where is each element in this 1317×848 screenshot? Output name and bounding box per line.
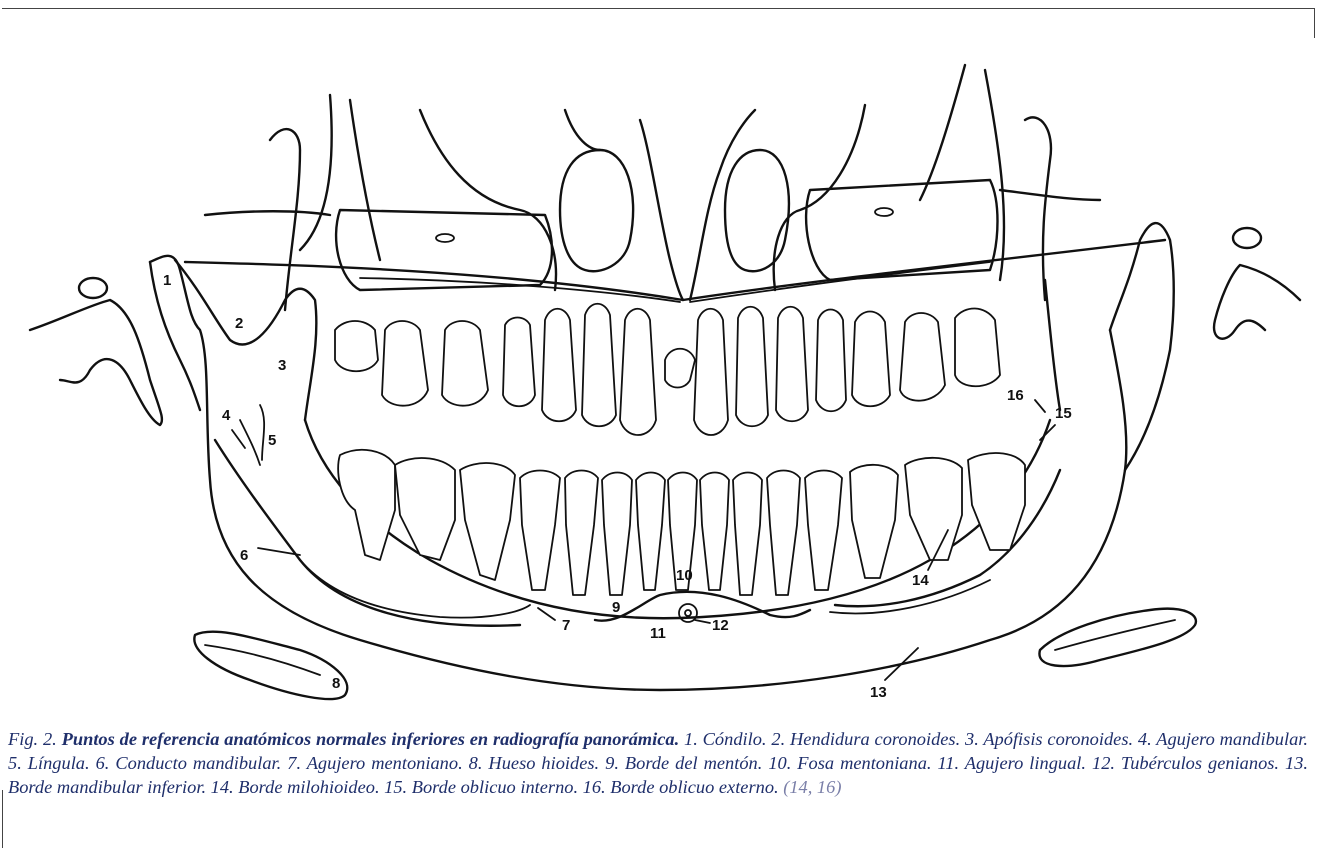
label-13: 13 [870,684,887,701]
label-1: 1 [163,272,171,289]
caption-fig-number: Fig. 2. [8,729,62,749]
upper-teeth [335,304,1000,435]
skull-outline [185,65,1165,310]
hyoid-bones [194,609,1196,699]
label-3: 3 [278,357,286,374]
figure-caption: Fig. 2. Puntos de referencia anatómicos … [8,727,1308,799]
label-9: 9 [612,599,620,616]
label-15: 15 [1055,405,1072,422]
panoramic-mandible-diagram: 1 2 3 4 5 6 7 8 9 10 11 12 13 14 15 16 [0,0,1317,720]
label-16: 16 [1007,387,1024,404]
label-14: 14 [912,572,929,589]
label-8: 8 [332,675,340,692]
caption-title: Puntos de referencia anatómicos normales… [62,729,680,749]
label-12: 12 [712,617,729,634]
label-6: 6 [240,547,248,564]
label-5: 5 [268,432,276,449]
frame-left-border [2,790,3,848]
label-10: 10 [676,567,693,584]
mandible-outline [30,223,1300,690]
label-7: 7 [562,617,570,634]
label-4: 4 [222,407,231,424]
label-2: 2 [235,315,243,332]
label-11: 11 [650,625,666,642]
caption-reference-link[interactable]: (14, 16) [783,777,841,797]
